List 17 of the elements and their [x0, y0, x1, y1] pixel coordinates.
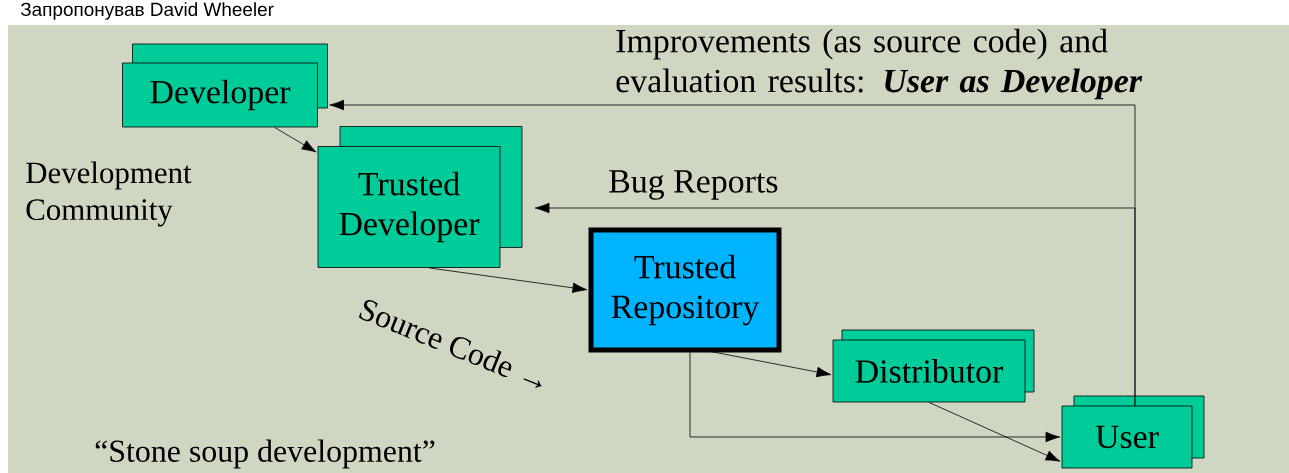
edge-label: Bug Reports [609, 170, 778, 200]
group-label: Development Community [26, 161, 192, 227]
arrow [534, 202, 1136, 406]
arrow [928, 402, 1061, 462]
author-note: Запропонував David Wheeler [20, 2, 274, 20]
arrow-label: Source Code → [358, 300, 542, 388]
stacked-box: User [1061, 395, 1205, 469]
stacked-box: Trusted Developer [317, 126, 523, 268]
arrow [274, 127, 317, 153]
stacked-box: Distributor [832, 329, 1035, 403]
stacked-box: Developer [122, 43, 328, 128]
arrow [689, 352, 1061, 443]
repository-box: Trusted Repository [588, 227, 782, 353]
arrow [699, 349, 832, 378]
edge-label: Improvements (as source code) and evaluation results: User as Developer [616, 28, 1143, 100]
caption: “Stone soup development” [95, 439, 435, 469]
arrow [428, 267, 588, 294]
